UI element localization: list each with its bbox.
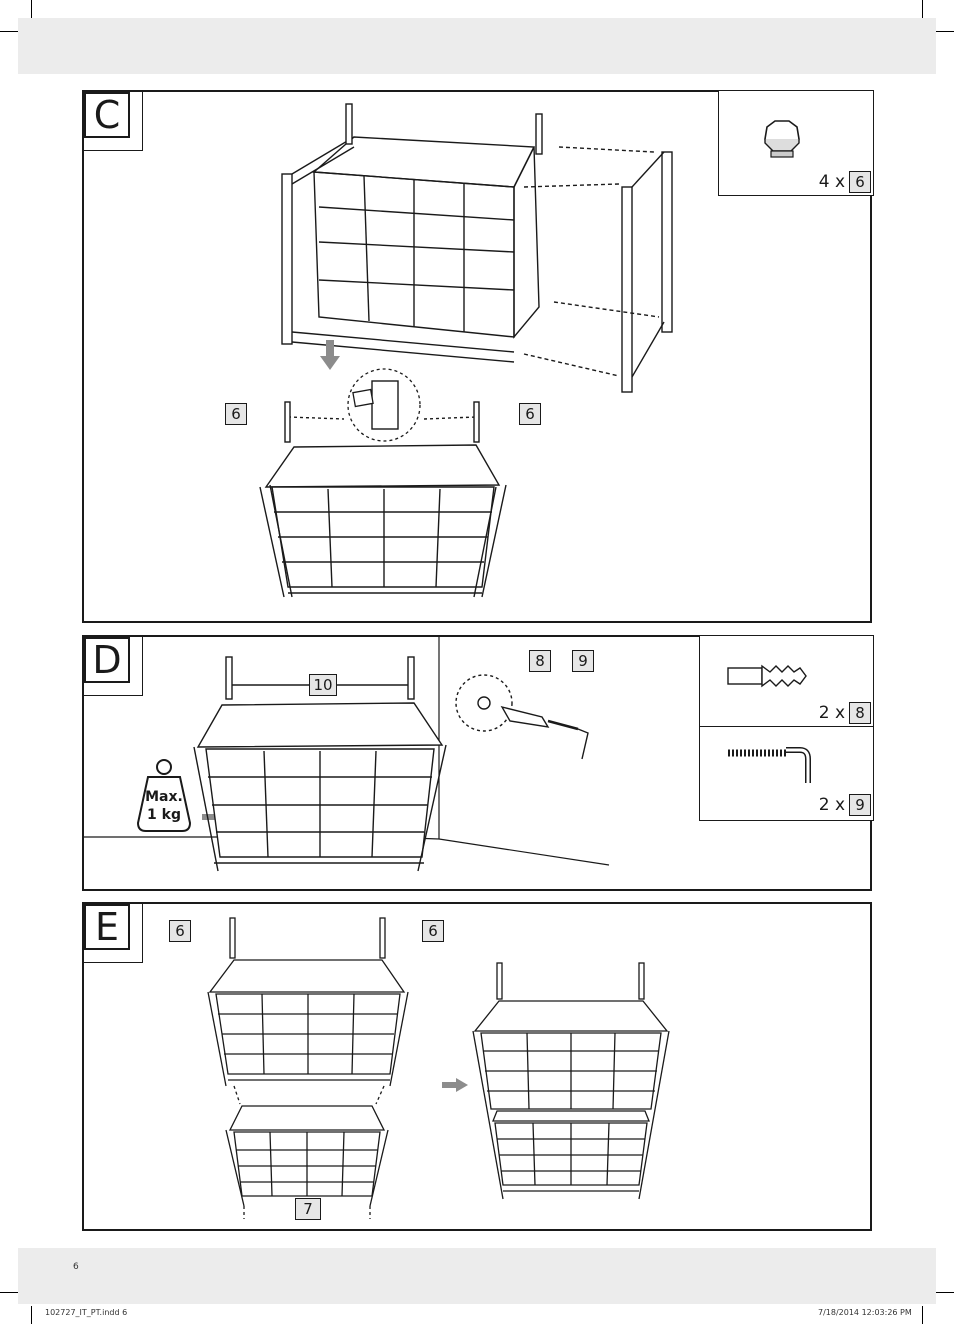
step-d-letter: D [84,637,130,683]
step-e-letter: E [84,904,130,950]
step-c-notch [84,92,143,151]
step-e-right-callout: 6 [422,920,444,942]
step-e-connector-callout: 7 [295,1198,321,1220]
step-c-qty-callout: 6 [849,171,871,193]
wall-anchor-detail [455,674,589,760]
step-c-assembled-drawing [259,401,507,598]
step-e-left-callout: 6 [169,920,191,942]
wall-corner-lines [84,637,610,866]
step-d-notch [84,637,143,696]
footer-file-name: 102727_IT_PT.indd 6 [45,1308,128,1317]
footer-band [18,1248,936,1304]
weight-icon [136,759,192,832]
step-d-screw-qty-text: 2 x [818,795,845,815]
step-c-left-callout: 6 [225,403,247,425]
footer-datetime: 7/18/2014 12:03:26 PM [818,1308,912,1317]
crop-mark [0,31,18,32]
header-band [18,18,936,74]
right-arrow-icon [442,1078,468,1092]
wall-plug-icon [727,664,807,688]
step-c-detail-circle [347,368,421,442]
step-e-stacking-drawing [207,917,409,1219]
step-d-anchor-qty-callout: 8 [849,702,871,724]
hook-screw-icon [728,747,811,783]
page-number: 6 [73,1262,79,1272]
crop-mark [31,0,32,18]
foot-cap-icon [764,120,800,158]
step-c-right-callout: 6 [519,403,541,425]
crop-mark [922,1306,923,1324]
crop-mark [936,1292,954,1293]
step-e-panel: E 6 6 7 [82,902,872,1231]
step-e-notch [84,904,143,963]
crop-mark [31,1306,32,1324]
spacing-callout: 10 [309,674,337,696]
weight-limit-line2: 1 kg [147,807,181,823]
weight-limit-line1: Max. [145,789,183,805]
crop-mark [0,1292,18,1293]
step-d-panel: D Max. 1 kg 10 8 9 [82,635,874,891]
screw-callout: 9 [572,650,594,672]
anchor-callout: 8 [529,650,551,672]
step-d-screw-qty-callout: 9 [849,794,871,816]
step-c-letter: C [84,92,130,138]
step-c-exploded-drawing [281,103,673,393]
crop-mark [922,0,923,18]
step-e-result-drawing [472,962,670,1200]
step-d-anchor-qty-text: 2 x [818,703,845,723]
crop-mark [936,31,954,32]
step-d-unit-drawing [193,656,447,872]
down-arrow-icon [320,340,340,370]
step-c-qty-text: 4 x [818,172,845,192]
